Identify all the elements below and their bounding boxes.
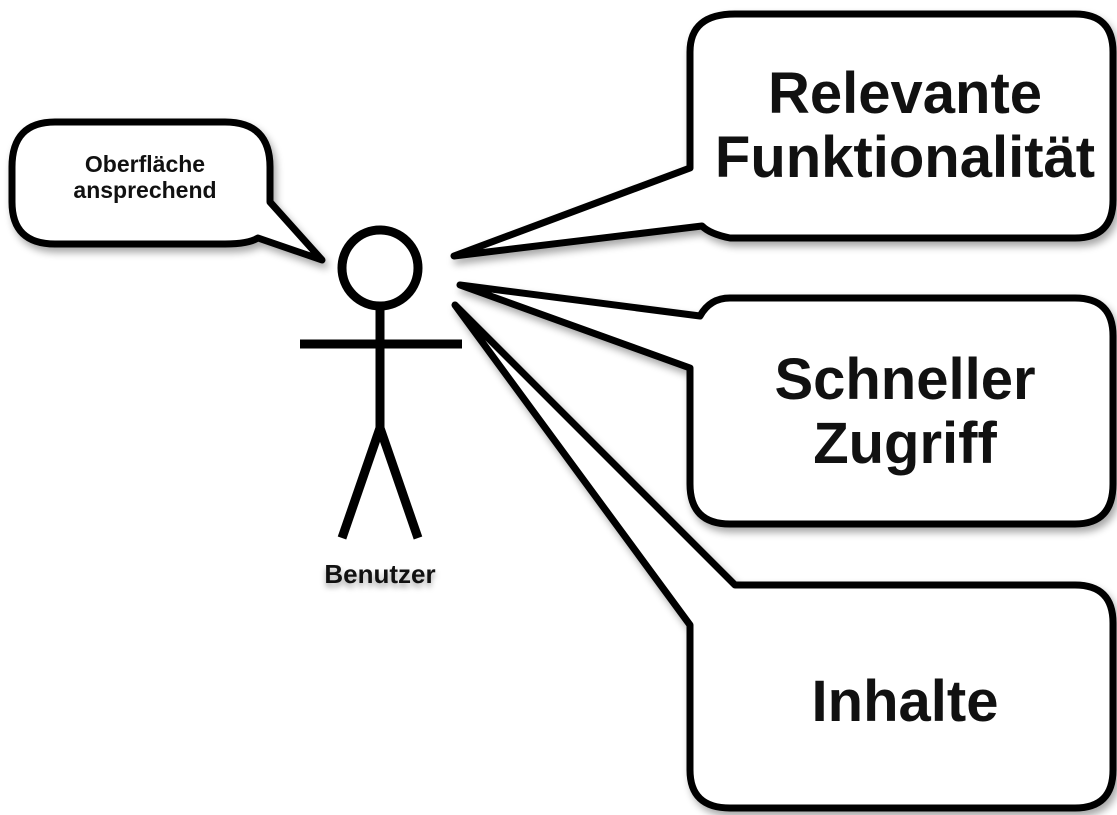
- actor-figure: [300, 225, 462, 540]
- actor-head: [337, 225, 423, 311]
- thought-line-1: Oberfläche: [84, 151, 206, 177]
- bubble-2-line-2: Zugriff: [813, 410, 997, 476]
- bubble-2-text: Schneller Zugriff: [700, 348, 1110, 476]
- bubble-inhalte: [451, 301, 1117, 812]
- bubble-1-line-2: Funktionalität: [714, 124, 1096, 190]
- bubble-1-line-1: Relevante: [767, 61, 1043, 126]
- bubble-relevante-funktionalitaet: [450, 10, 1117, 260]
- thought-text: Oberfläche ansprechend: [40, 151, 250, 204]
- bubble-1-text: Relevante Funktionalität: [700, 62, 1110, 190]
- thought-line-2: ansprechend: [73, 176, 217, 203]
- bubble-3-text: Inhalte: [700, 670, 1110, 734]
- bubble-3-line-1: Inhalte: [811, 669, 999, 734]
- actor-label: Benutzer: [324, 559, 436, 589]
- thought-bubble: [8, 118, 326, 264]
- actor-right-leg: [375, 426, 423, 540]
- actor-left-leg: [337, 426, 385, 540]
- bubble-2-line-1: Schneller: [774, 347, 1036, 412]
- bubble-schneller-zugriff: [456, 281, 1117, 528]
